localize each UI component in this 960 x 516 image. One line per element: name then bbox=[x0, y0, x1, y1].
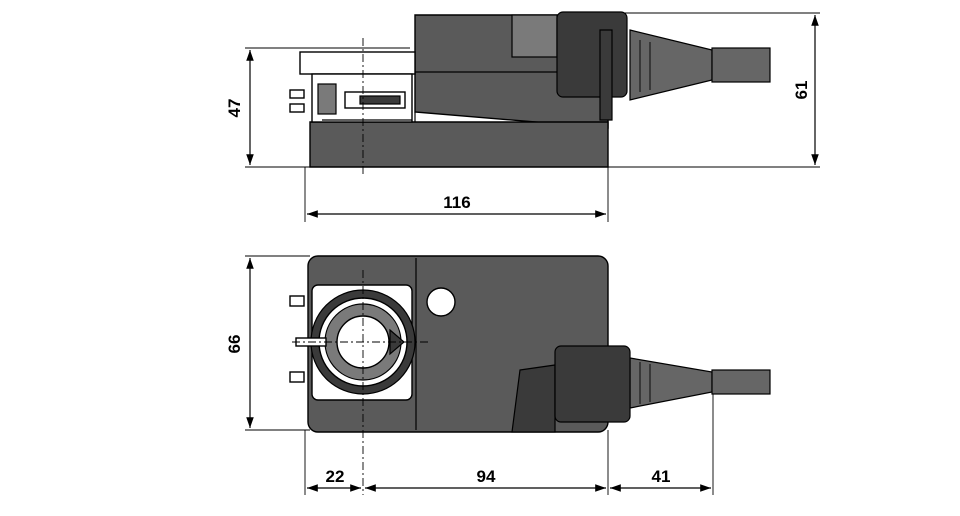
housing-side bbox=[309, 11, 628, 168]
clamp-side bbox=[289, 51, 416, 123]
manual-override-button bbox=[426, 287, 456, 317]
side-view: 47 61 116 bbox=[225, 11, 820, 222]
dim-label-47: 47 bbox=[225, 99, 244, 118]
dim-label-41: 41 bbox=[652, 467, 671, 486]
dim-label-66: 66 bbox=[225, 335, 244, 354]
cable-side bbox=[629, 29, 771, 101]
plan-view: 66 22 94 41 bbox=[225, 255, 771, 495]
dim-label-22: 22 bbox=[326, 467, 345, 486]
dim-label-116: 116 bbox=[443, 193, 470, 212]
dim-label-61: 61 bbox=[792, 81, 811, 100]
cable-plan bbox=[629, 357, 771, 409]
dim-label-94: 94 bbox=[477, 467, 496, 486]
